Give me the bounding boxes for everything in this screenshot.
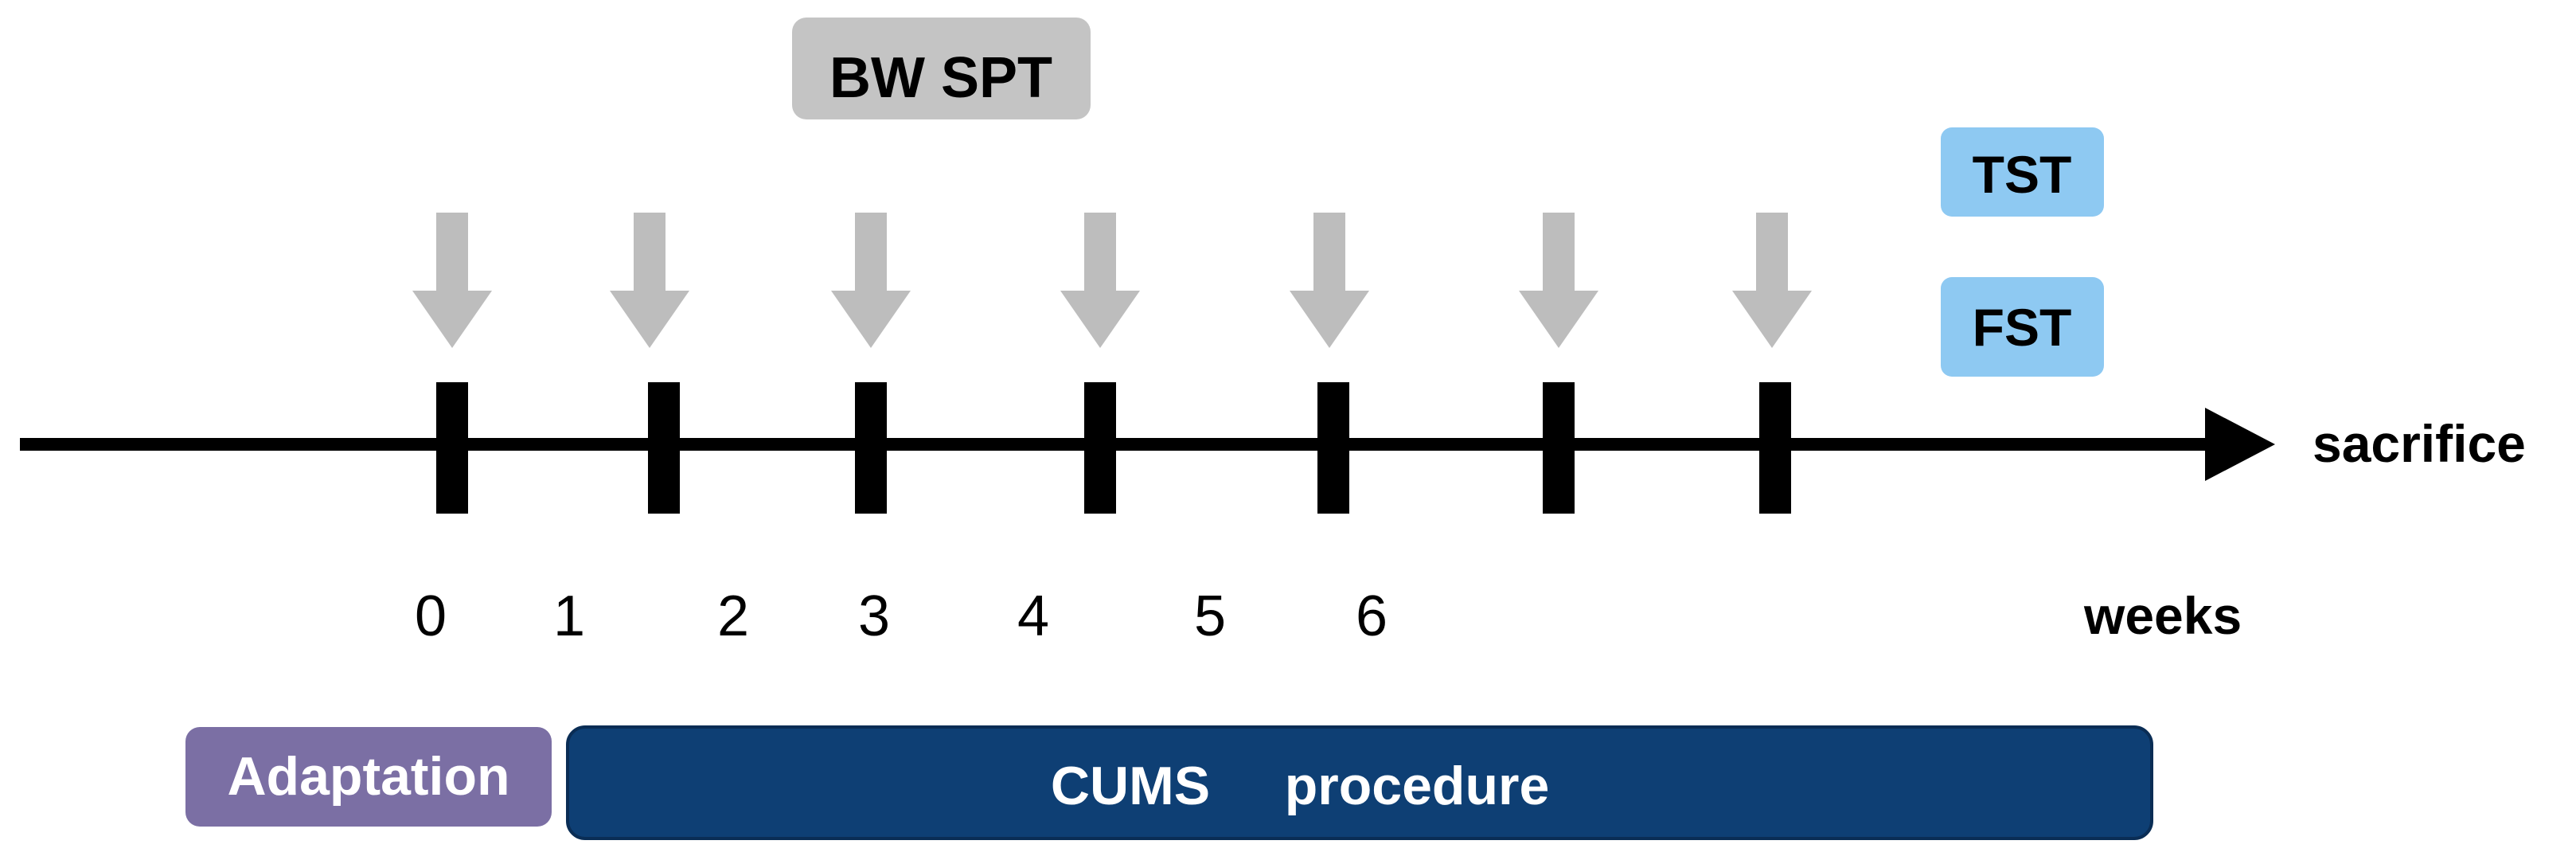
measurement-arrows <box>412 213 1812 348</box>
fst-label: FST <box>1973 298 2072 357</box>
tick-mark <box>1759 382 1791 514</box>
adaptation-label: Adaptation <box>227 746 509 807</box>
week-label: 3 <box>858 584 890 648</box>
week-label: 4 <box>1017 584 1049 648</box>
bw-spt-box: BW SPT <box>792 18 1091 119</box>
down-arrow-icon <box>1290 213 1369 348</box>
timeline-ticks <box>436 382 1791 514</box>
adaptation-phase: Adaptation <box>185 727 552 827</box>
down-arrow-icon <box>1519 213 1598 348</box>
down-arrow-icon <box>610 213 689 348</box>
tst-box: TST <box>1941 127 2104 217</box>
cums-label: CUMS <box>1051 756 1210 816</box>
week-numbers: 0 1 2 3 4 5 6 <box>415 584 1388 648</box>
down-arrow-icon <box>412 213 492 348</box>
cums-procedure-phase: CUMS procedure <box>566 725 2153 840</box>
week-label: 2 <box>717 584 749 648</box>
tick-mark <box>1543 382 1575 514</box>
tick-mark <box>436 382 468 514</box>
tick-mark <box>648 382 680 514</box>
week-label: 0 <box>415 584 447 648</box>
tst-label: TST <box>1973 145 2072 204</box>
bw-spt-label: BW SPT <box>829 46 1052 110</box>
timeline-axis <box>20 408 2275 481</box>
fst-box: FST <box>1941 277 2104 377</box>
procedure-label: procedure <box>1285 756 1550 816</box>
down-arrow-icon <box>1732 213 1812 348</box>
week-label: 5 <box>1194 584 1226 648</box>
tick-mark <box>855 382 887 514</box>
down-arrow-icon <box>1060 213 1140 348</box>
weeks-label: weeks <box>2083 586 2242 645</box>
tick-mark <box>1317 382 1349 514</box>
sacrifice-label: sacrifice <box>2313 414 2526 473</box>
week-label: 1 <box>553 584 585 648</box>
tick-mark <box>1084 382 1116 514</box>
week-label: 6 <box>1356 584 1388 648</box>
down-arrow-icon <box>831 213 911 348</box>
arrowhead-icon <box>2205 408 2275 481</box>
